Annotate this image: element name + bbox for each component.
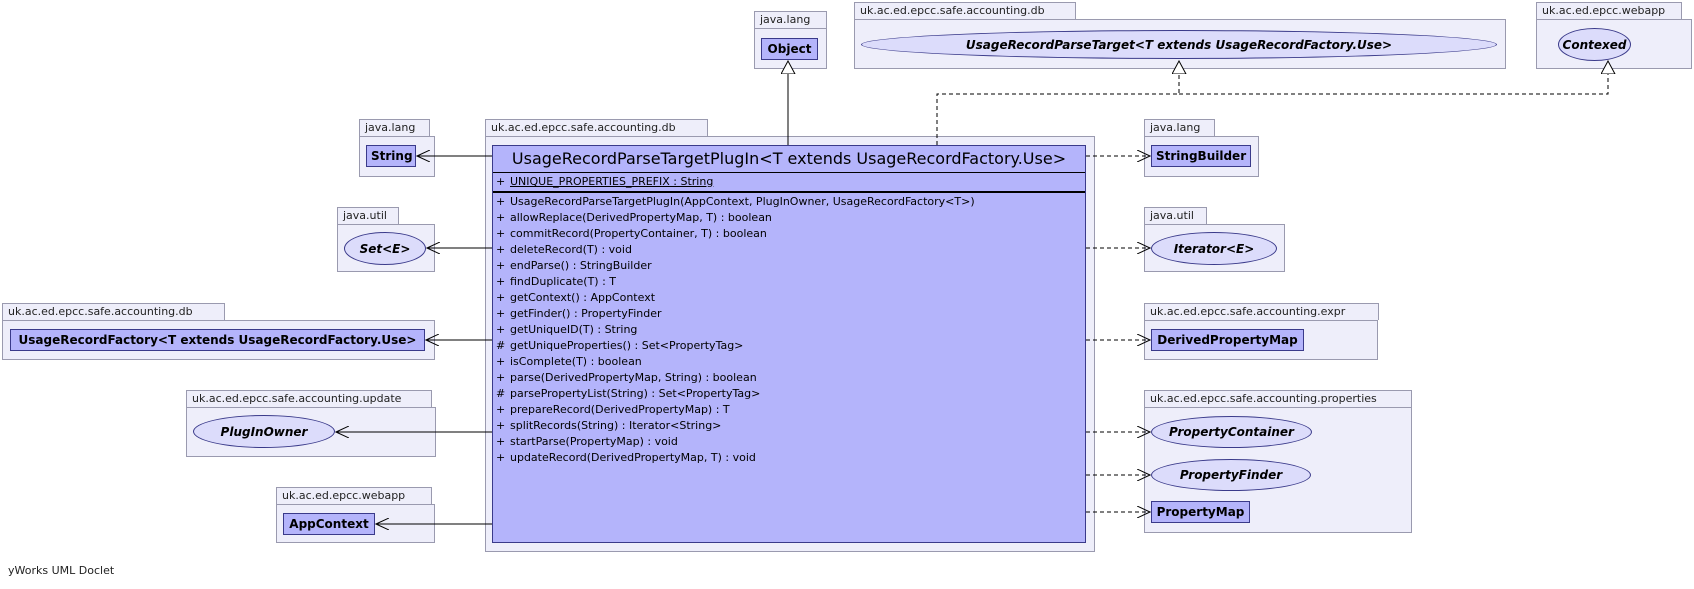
implements-parse-target-line	[937, 61, 1179, 145]
credit-text: yWorks UML Doclet	[8, 564, 114, 577]
implements-contexed-line	[1179, 61, 1608, 94]
